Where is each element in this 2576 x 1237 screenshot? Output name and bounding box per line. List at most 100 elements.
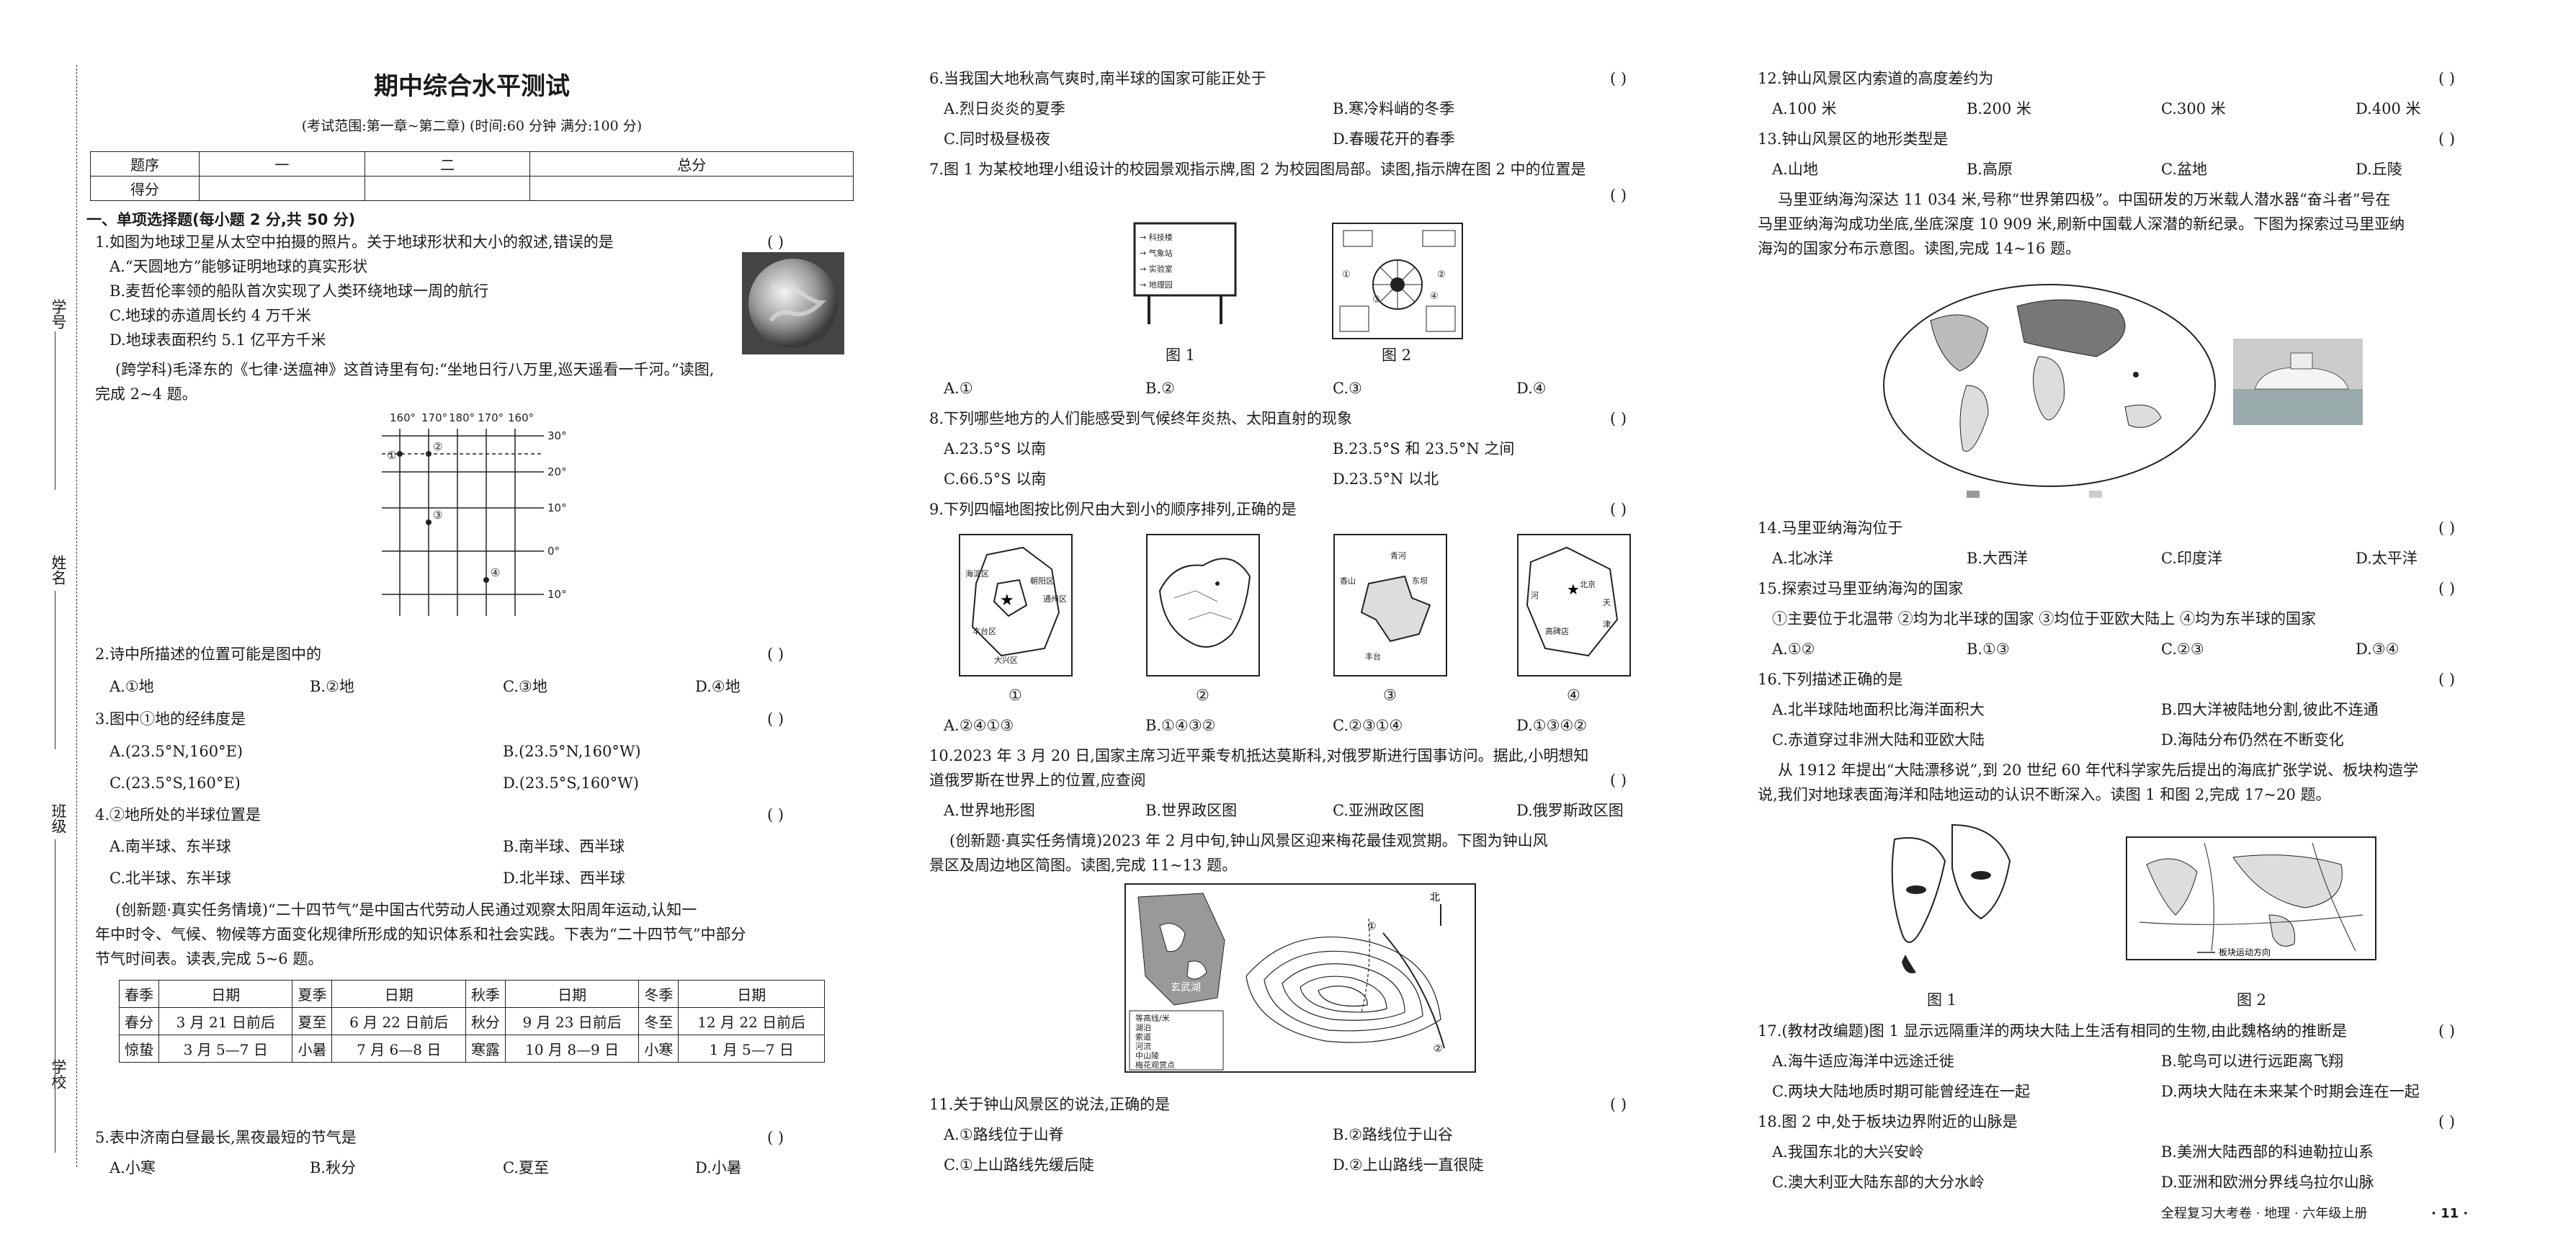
q13-option-b: B.高原 (1967, 161, 2013, 178)
score-table: 题序 一 二 总分 得分 (90, 151, 854, 201)
answer-paren: ( ) (1610, 187, 1627, 204)
q5-option-b: B.秋分 (310, 1159, 357, 1176)
solar-head: 夏季 (292, 980, 333, 1008)
q13-stem: 13.钟山风景区的地形类型是 (1758, 130, 1949, 148)
q5-stem: 5.表中济南白昼最长,黑夜最短的节气是 (95, 1129, 357, 1146)
scale-map-3: 香山 青河 东坝 丰台 (1333, 534, 1447, 676)
school-sign-figure: → 科技楼 → 气象站 → 实验室 → 地理园 (1133, 222, 1237, 324)
svg-text:★: ★ (1000, 591, 1014, 609)
answer-paren: ( ) (767, 710, 784, 728)
answer-paren: ( ) (767, 646, 784, 663)
answer-paren: ( ) (1610, 410, 1627, 427)
q17-stem: 17.(教材改编题)图 1 显示远隔重洋的两块大陆上生活有相同的生物,由此魏格纳… (1758, 1022, 2348, 1040)
q15-option-c: C.②③ (2161, 640, 2204, 658)
q15-option-b: B.①③ (1967, 640, 2010, 658)
map1-label: 朝阳区 (1030, 576, 1054, 586)
q11-option-a: A.①路线位于山脊 (944, 1126, 1064, 1143)
legend-item: 等高线/米 (1135, 1013, 1170, 1023)
intro-17-20-line2: 说,我们对地球表面海洋和陆地运动的认识不断深入。读图 1 和图 2,完成 17~… (1758, 786, 2331, 803)
solar-cell: 夏至 (292, 1007, 333, 1035)
answer-paren: ( ) (1610, 772, 1627, 789)
plate-arrow-legend: 板块运动方向 (2219, 947, 2271, 957)
q4-option-b: B.南半球、西半球 (503, 838, 625, 855)
q8-option-d: D.23.5°N 以北 (1333, 470, 1439, 488)
intro-2-4-line2: 完成 2~4 题。 (95, 385, 197, 403)
column-1: 期中综合水平测试 (考试范围:第一章~第二章) (时间:60 分钟 满分:100… (86, 0, 857, 1237)
score-cell[interactable] (364, 176, 531, 201)
map-label: ④ (1567, 687, 1580, 704)
binding-dashed-line (76, 65, 77, 1167)
score-cell[interactable] (529, 176, 854, 201)
q9-stem: 9.下列四幅地图按比例尺由大到小的顺序排列,正确的是 (929, 501, 1297, 518)
q6-stem: 6.当我国大地秋高气爽时,南半球的国家可能正处于 (929, 70, 1266, 87)
q1-stem: 1.如图为地球卫星从太空中拍摄的照片。关于地球形状和大小的叙述,错误的是 (95, 233, 614, 251)
grid-right-label: 30° (547, 429, 567, 442)
solar-cell: 寒露 (465, 1035, 506, 1063)
svg-text:①: ① (1367, 921, 1377, 932)
solar-cell: 10 月 8—9 日 (504, 1035, 640, 1063)
svg-text:③: ③ (1372, 295, 1381, 305)
q17-option-a: A.海牛适应海洋中远途迁徙 (1772, 1053, 1954, 1070)
q15-option-a: A.①② (1772, 640, 1815, 658)
q6-option-c: C.同时极昼极夜 (944, 130, 1050, 148)
grid-top-label: 160° (508, 411, 534, 424)
solar-cell: 12 月 22 日前后 (678, 1007, 825, 1035)
q11-option-c: C.①上山路线先缓后陡 (944, 1156, 1094, 1174)
sign-item: → 地理园 (1140, 280, 1173, 290)
intro-14-16-line1: 马里亚纳海沟深达 11 034 米,号称“世界第四极”。中国研发的万米载人潜水器… (1778, 191, 2391, 208)
q3-stem: 3.图中①地的经纬度是 (95, 710, 246, 728)
answer-paren: ( ) (1610, 501, 1627, 518)
q1-option-d: D.地球表面积约 5.1 亿平方千米 (109, 331, 326, 349)
student-name-label: 姓名 (50, 555, 67, 585)
q17-option-b: B.鸵鸟可以进行远距离飞翔 (2161, 1053, 2344, 1070)
continental-drift-figure (1891, 823, 2011, 973)
fig2-caption: 图 2 (2237, 991, 2267, 1009)
q7-stem: 7.图 1 为某校地理小组设计的校园景观指示牌,图 2 为校园图局部。读图,指示… (929, 161, 1586, 178)
map4-label: 高碑店 (1545, 626, 1569, 636)
grid-point: ① (387, 449, 396, 462)
map-label: ② (1196, 687, 1209, 704)
submersible-photo (2233, 339, 2363, 425)
q4-option-d: D.北半球、西半球 (503, 870, 625, 887)
answer-paren: ( ) (767, 233, 784, 251)
q18-option-d: D.亚洲和欧洲分界线乌拉尔山脉 (2161, 1174, 2374, 1191)
solar-cell: 6 月 22 日前后 (331, 1007, 466, 1035)
answer-paren: ( ) (2438, 70, 2456, 87)
answer-paren: ( ) (767, 1129, 784, 1146)
q14-option-d: D.太平洋 (2356, 550, 2418, 567)
q16-option-c: C.赤道穿过非洲大陆和亚欧大陆 (1772, 731, 1985, 749)
answer-paren: ( ) (2438, 519, 2456, 537)
grid-right-label: 20° (547, 465, 567, 478)
grid-top-label: 180° (449, 411, 475, 424)
map4-label: 天 (1603, 598, 1611, 607)
map1-label: 大兴区 (994, 655, 1018, 665)
map3-label: 香山 (1340, 576, 1356, 586)
fig1-caption: 图 1 (1166, 347, 1196, 364)
score-cell[interactable] (199, 176, 365, 201)
q9-option-a: A.②④①③ (944, 717, 1014, 734)
q12-stem: 12.钟山风景区内索道的高度差约为 (1758, 70, 1994, 87)
solar-cell: 小暑 (292, 1035, 333, 1063)
q7-option-c: C.③ (1333, 380, 1362, 397)
q8-option-c: C.66.5°S 以南 (944, 470, 1047, 488)
q10-option-c: C.亚洲政区图 (1333, 802, 1424, 819)
q15-statements: ①主要位于北温带 ②均为北半球的国家 ③均位于亚欧大陆上 ④均为东半球的国家 (1772, 610, 2317, 628)
legend-item: 索道 (1135, 1032, 1151, 1042)
q3-option-a: A.(23.5°N,160°E) (109, 743, 243, 760)
q1-option-b: B.麦哲伦率领的船队首次实现了人类环绕地球一周的航行 (109, 282, 489, 300)
answer-paren: ( ) (2438, 580, 2456, 597)
q11-stem: 11.关于钟山风景区的说法,正确的是 (929, 1096, 1171, 1113)
q1-option-c: C.地球的赤道周长约 4 万千米 (109, 307, 311, 324)
q7-option-b: B.② (1145, 380, 1175, 397)
zhongshan-map-figure: 玄武湖 ① ② 北 等高线/米 湖泊 索道 河流 中山陵 梅花观赏点 (1124, 883, 1476, 1073)
grid-right-label: 0° (547, 545, 560, 558)
q2-option-b: B.②地 (310, 678, 354, 695)
legend-item: 河流 (1135, 1041, 1151, 1051)
map4-label: 津 (1603, 620, 1611, 629)
q18-option-b: B.美洲大陆西部的科迪勒拉山系 (2161, 1143, 2374, 1161)
q13-option-c: C.盆地 (2161, 161, 2207, 178)
intro-5-6-line1: (创新题·真实任务情境)“二十四节气”是中国古代劳动人民通过观察太阳周年运动,认… (115, 901, 697, 919)
q4-stem: 4.②地所处的半球位置是 (95, 806, 261, 823)
